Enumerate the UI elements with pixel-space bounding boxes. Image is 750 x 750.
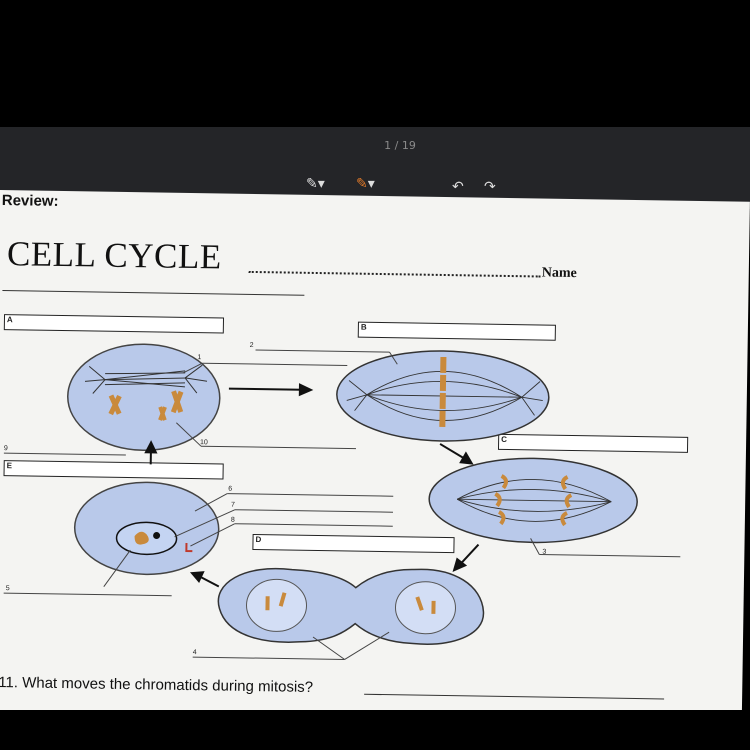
chromosomes-5 <box>265 592 436 614</box>
label-10: 10 <box>200 439 208 446</box>
label-4: 4 <box>193 649 197 656</box>
screen-bottom-edge <box>0 710 750 750</box>
label-7: 7 <box>231 502 235 509</box>
label-lines <box>3 349 681 660</box>
label-2: 2 <box>250 342 254 349</box>
arrow-head-2 <box>144 440 158 454</box>
chromosomes-2 <box>439 356 447 428</box>
arrow-3 <box>439 443 467 461</box>
arrow-1 <box>228 387 302 391</box>
arrow-head-1 <box>298 383 314 397</box>
pen-icon[interactable]: ✎▾ <box>306 175 325 191</box>
chromosomes-3 <box>494 474 573 527</box>
spindle-fibers-1 <box>84 364 208 394</box>
undo-icon[interactable]: ↶ <box>452 178 464 194</box>
label-6: 6 <box>228 486 232 493</box>
arrow-4 <box>459 543 480 565</box>
marker-icon[interactable]: ✎▾ <box>356 175 375 191</box>
arrow-head-3 <box>459 451 474 465</box>
label-5: 5 <box>6 585 10 592</box>
arrow-5 <box>198 575 220 588</box>
arrow-head-4 <box>452 557 468 572</box>
label-3: 3 <box>542 549 546 556</box>
arrow-head-5 <box>189 571 205 584</box>
chromosomes-1 <box>108 390 184 421</box>
nucleolus <box>153 532 161 540</box>
page-indicator: 1 / 19 <box>384 139 416 152</box>
label-1: 1 <box>197 354 201 361</box>
label-9: 9 <box>4 445 8 452</box>
daughter-nucleus-left <box>246 578 308 632</box>
cell-prophase <box>67 343 221 452</box>
spindle-fibers-3 <box>456 479 612 522</box>
label-8: 8 <box>231 517 235 524</box>
chromatin <box>134 531 149 545</box>
centriole <box>185 542 193 553</box>
redo-icon[interactable]: ↷ <box>484 178 496 194</box>
number-labels: 1 2 3 4 5 6 7 8 9 10 <box>4 342 547 656</box>
daughter-nucleus-right <box>394 581 456 635</box>
